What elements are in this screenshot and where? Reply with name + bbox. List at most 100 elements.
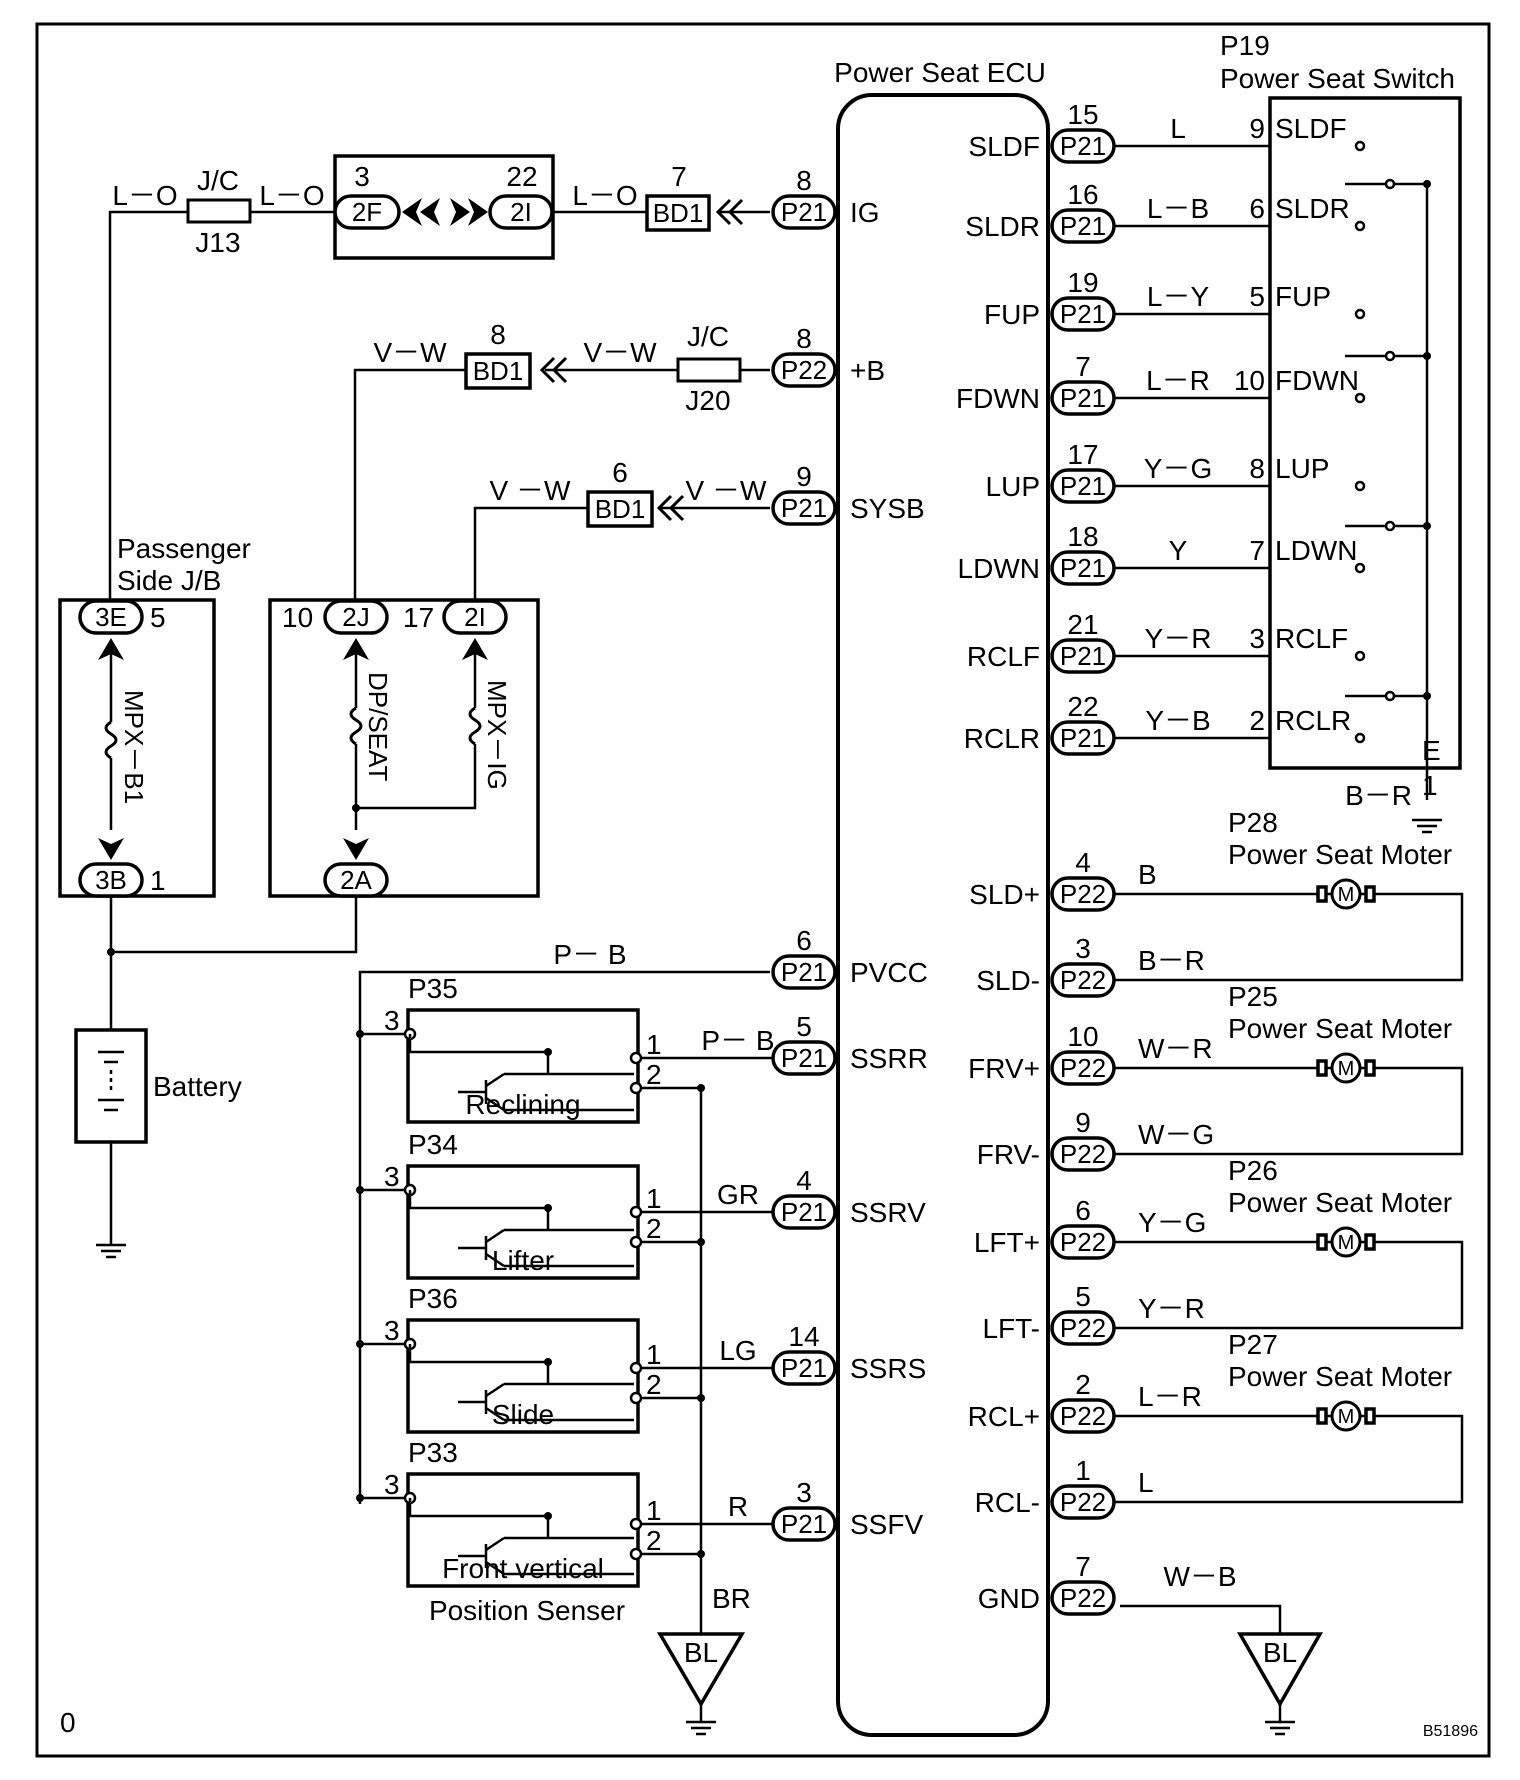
switch-wire-color: Y <box>1169 535 1188 566</box>
switch-pin-name: FDWN <box>1275 365 1359 396</box>
motor-wire-color: Y－R <box>1138 1293 1205 1324</box>
gnd-junction <box>697 1084 705 1092</box>
pvcc-wire-color: P－ B <box>553 939 626 970</box>
wire-lo-3: L－O <box>572 180 637 211</box>
switch-contact <box>1354 220 1366 232</box>
switch-pin-fdwn: 10 FDWN <box>1234 350 1431 404</box>
conn-2f-label: 2F <box>352 197 382 227</box>
switch-pin-lup: 8 LUP <box>1249 453 1366 492</box>
ground-bl-right <box>1236 1632 1324 1708</box>
ecu-right-14-connector-label: P22 <box>1060 1401 1106 1431</box>
ecu-right-name: SLD- <box>976 965 1040 996</box>
motor-terminal <box>1364 885 1376 903</box>
motor-wire-minus <box>1114 1240 1464 1330</box>
transistor-emitter <box>485 1560 505 1576</box>
chevron-up-icon <box>343 638 369 660</box>
sensor-name: Reclining <box>465 1089 580 1120</box>
motor-symbol: M <box>1338 1232 1355 1254</box>
ecu-right-name: RCL- <box>975 1487 1040 1518</box>
sensor-id: P36 <box>408 1283 458 1314</box>
ecu-left-name: SSRR <box>850 1043 928 1074</box>
ecu-right-4-connector-label: P21 <box>1060 471 1106 501</box>
switch-wire-color: L－R <box>1146 365 1210 396</box>
sensor-box <box>406 1008 640 1124</box>
ecu-left-7-connector-label: P21 <box>781 1509 827 1539</box>
ecu-left-1-connector-label: P22 <box>781 355 827 385</box>
ecu-title: Power Seat ECU <box>834 57 1046 88</box>
switch-pin-name: LUP <box>1275 453 1329 484</box>
fuse-icon <box>104 720 118 760</box>
ecu-right-terminal: 7 <box>1075 351 1091 382</box>
junction-arrow-right-icon <box>450 198 488 226</box>
switch-pivot <box>1384 690 1396 702</box>
sensor-inner-wire <box>408 1498 550 1538</box>
ig-circuit: BD1 7 L－O 2F 3 2I 22 L－O J/C J13 L－O <box>108 154 770 600</box>
motor-terminal <box>1364 1233 1376 1251</box>
switch-pin-num: 10 <box>1234 365 1265 396</box>
switch-wire-color: L <box>1170 113 1186 144</box>
gnd-wire-color: W－B <box>1163 1561 1236 1592</box>
ecu-right-name: SLDR <box>965 211 1040 242</box>
ground-icon <box>1412 818 1442 834</box>
sensor-pin2 <box>629 1235 643 1249</box>
ecu-left-3-connector <box>771 954 837 990</box>
sensor-pin3-num: 3 <box>384 1005 400 1036</box>
sensor-ground: BL BR <box>656 1583 751 1736</box>
motor-wire-color: L <box>1138 1467 1154 1498</box>
ecu-right-16-connector <box>1050 1580 1116 1616</box>
conn-2j <box>323 599 389 635</box>
ecu-left-terminal: 8 <box>796 323 812 354</box>
ecu-right-10-connector-label: P22 <box>1060 1053 1106 1083</box>
ecu-right-terminal: 9 <box>1075 1107 1091 1138</box>
sensor-inner-wire <box>408 1190 550 1230</box>
ecu-left-0-connector <box>771 194 837 230</box>
wire-lo-2: L－O <box>259 180 324 211</box>
b-plus-circuit: J/C J20 V－W BD1 8 V－W <box>353 319 770 600</box>
transistor-emitter <box>485 1252 505 1268</box>
switch-contact <box>1354 732 1366 744</box>
ecu-right-name: FDWN <box>956 383 1040 414</box>
sensor-pin1-num: 1 <box>646 1183 662 1214</box>
ecu-right-terminal: 10 <box>1067 1021 1098 1052</box>
switch-pin-name: FUP <box>1275 281 1331 312</box>
sensor-box <box>406 1472 640 1588</box>
ecu-right-terminal: 19 <box>1067 267 1098 298</box>
bus-junction <box>356 1340 364 1348</box>
motor-wire-color: L－R <box>1138 1381 1202 1412</box>
sensor-id: P33 <box>408 1437 458 1468</box>
motor-title: Power Seat Moter <box>1228 1187 1452 1218</box>
ecu-right-name: FUP <box>984 299 1040 330</box>
ecu-right-3-connector-label: P21 <box>1060 383 1106 413</box>
sensor-inner-junction <box>544 1048 552 1056</box>
ground-bl-right-label: BL <box>1263 1637 1297 1668</box>
ecu-right-13-connector-label: P22 <box>1060 1313 1106 1343</box>
switch-id: P19 <box>1220 30 1270 61</box>
switch-pin-num: 8 <box>1249 453 1265 484</box>
sensor-inner-wire <box>408 1034 550 1074</box>
motor-wire-color: B <box>1138 859 1157 890</box>
motor-terminal <box>1364 1059 1376 1077</box>
ground-icon <box>96 1243 126 1259</box>
footer-code: B51896 <box>1423 1723 1478 1740</box>
sensor-pin2-num: 2 <box>646 1213 662 1244</box>
ecu-left-terminal: 5 <box>796 1011 812 1042</box>
ecu-right-0-connector-label: P21 <box>1060 131 1106 161</box>
motor-id: P27 <box>1228 1329 1278 1360</box>
sensor-pin1-num: 1 <box>646 1029 662 1060</box>
